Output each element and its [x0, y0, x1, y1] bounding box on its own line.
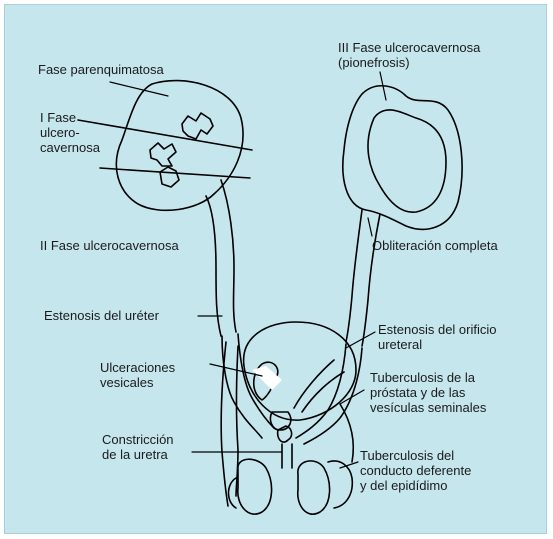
leader-fase-parenquimatosa — [110, 82, 168, 96]
right-testis — [298, 461, 330, 514]
right-kidney-inner — [368, 110, 446, 212]
left-kidney-cavity-middle — [150, 143, 176, 166]
leader-i-fase-upper — [78, 120, 252, 150]
label-estenosis-orificio: Estenosis del orificio ureteral — [378, 322, 497, 352]
right-kidney — [343, 86, 462, 230]
label-ulceraciones-vesicales: Ulceraciones vesicales — [100, 360, 175, 390]
label-tuberculosis-conducto: Tuberculosis del conducto deferente y de… — [360, 448, 471, 493]
label-iii-fase-ulcerocavernosa: III Fase ulcerocavernosa (pionefrosis) — [338, 40, 480, 70]
label-fase-parenquimatosa: Fase parenquimatosa — [38, 62, 164, 77]
leader-tuberculosis-prostata — [340, 390, 364, 404]
left-ureter-outer — [206, 196, 221, 336]
label-constriccion-uretra: Constricción de la uretra — [102, 432, 174, 462]
left-testis — [238, 459, 272, 514]
left-kidney-cavity-upper — [182, 113, 213, 139]
label-ii-fase-ulcerocavernosa: II Fase ulcerocavernosa — [40, 238, 179, 253]
left-kidney-cavity-lower — [160, 167, 179, 187]
right-ureter-outer — [346, 210, 362, 342]
label-tuberculosis-prostata: Tuberculosis de la próstata y de las ves… — [370, 370, 486, 415]
leader-i-fase-lower — [100, 168, 250, 178]
leader-estenosis-orificio — [346, 332, 375, 348]
left-ureter-inner — [221, 180, 236, 332]
leader-obliteracion — [368, 218, 372, 236]
label-obliteracion-completa: Obliteración completa — [372, 238, 498, 253]
label-estenosis-ureter: Estenosis del uréter — [44, 308, 159, 323]
label-i-fase-ulcerocavernosa: I Fase ulcero- cavernosa — [40, 110, 100, 155]
